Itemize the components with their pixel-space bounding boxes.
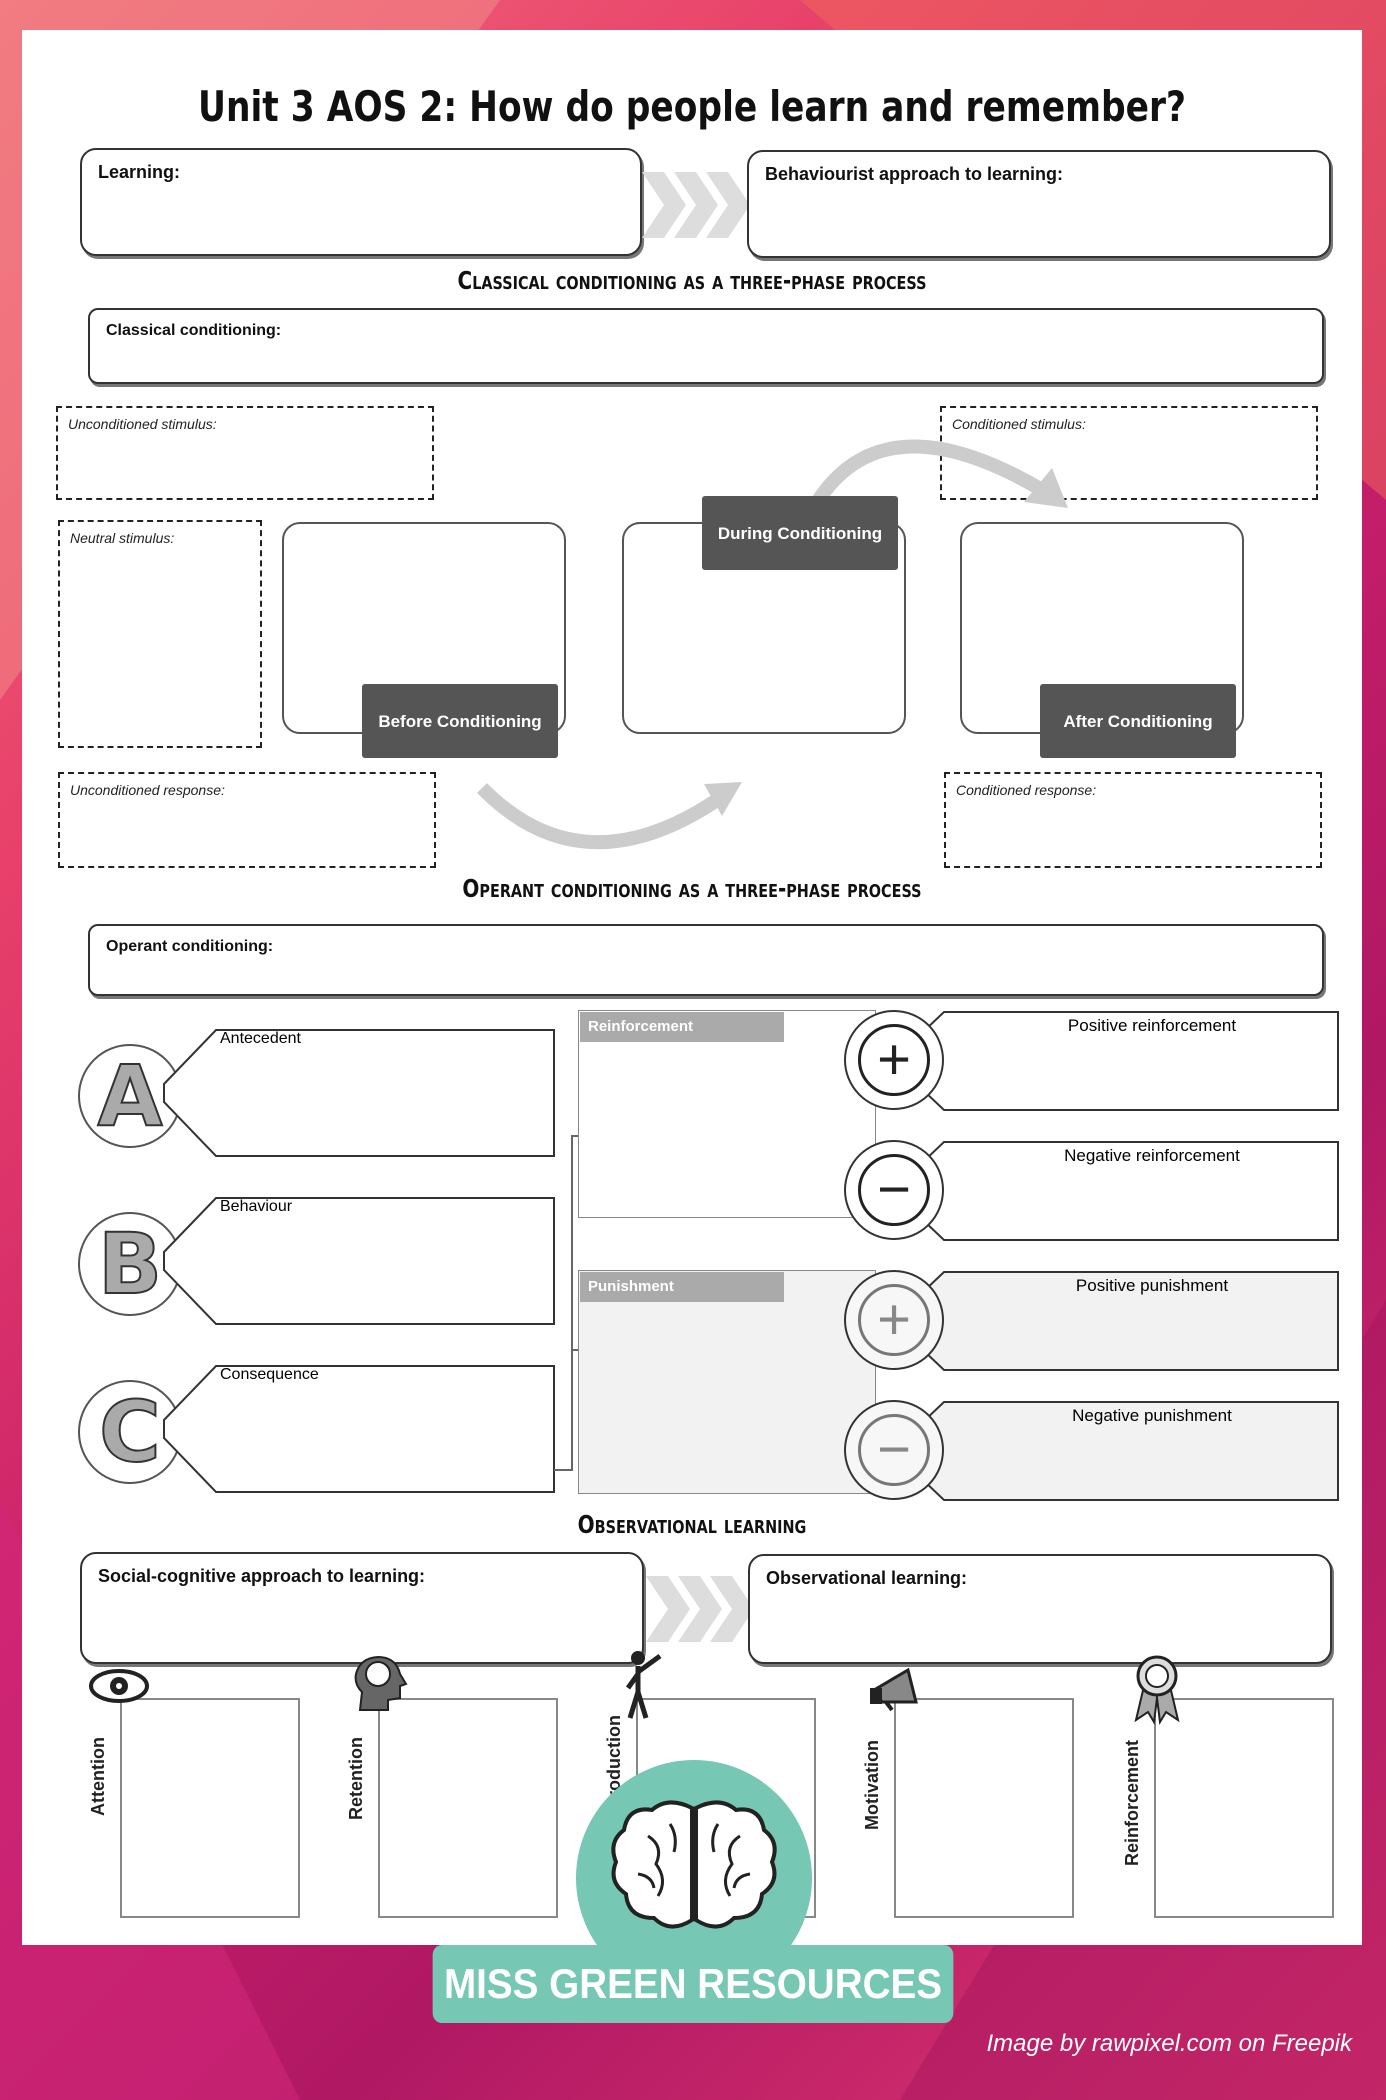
behaviourist-label: Behaviourist approach to learning: <box>765 164 1064 184</box>
chevron-arrows-icon <box>642 172 750 238</box>
curved-arrow-icon <box>477 782 742 850</box>
negative-symbol-icon: − <box>844 1400 944 1500</box>
learning-label: Learning: <box>98 162 181 182</box>
behaviour-box[interactable] <box>162 1194 558 1330</box>
consequence-label: Consequence <box>220 1366 319 1383</box>
megaphone-icon <box>870 1667 918 1712</box>
award-ribbon-icon <box>1134 1655 1180 1725</box>
reinforcement-tag: Reinforcement <box>580 1012 784 1042</box>
positive-symbol-icon: + <box>844 1270 944 1370</box>
behaviourist-box[interactable]: Behaviourist approach to learning: <box>747 150 1331 258</box>
ns-label: Neutral stimulus: <box>70 530 175 546</box>
punishment-box[interactable] <box>578 1270 876 1494</box>
reinforcement-box[interactable] <box>578 1010 876 1218</box>
classical-heading: Classical conditioning as a three-phase … <box>457 266 927 295</box>
conditioned-stimulus-box[interactable]: Conditioned stimulus: <box>940 406 1318 500</box>
motivation-box[interactable] <box>894 1698 1074 1918</box>
positive-symbol-icon: + <box>844 1010 944 1110</box>
operant-definition-label: Operant conditioning: <box>106 938 274 955</box>
positive-reinforcement-label: Positive reinforcement <box>1067 1016 1237 1035</box>
operant-heading: Operant conditioning as a three-phase pr… <box>462 874 922 903</box>
social-cognitive-label: Social-cognitive approach to learning: <box>98 1566 426 1586</box>
worksheet: Unit 3 AOS 2: How do people learn and re… <box>22 30 1362 1945</box>
classical-definition-box[interactable]: Classical conditioning: <box>88 308 1324 384</box>
ucr-label: Unconditioned response: <box>70 782 225 798</box>
learning-box[interactable]: Learning: <box>80 148 642 256</box>
before-conditioning-label: Before Conditioning <box>362 684 558 758</box>
classical-definition-label: Classical conditioning: <box>106 322 282 339</box>
letter-a: A <box>96 1046 163 1146</box>
positive-punishment-label: Positive punishment <box>1075 1276 1229 1295</box>
curved-arrow-icon <box>800 439 1068 524</box>
attention-label: Attention <box>88 1737 108 1816</box>
attention-box[interactable] <box>120 1698 300 1918</box>
head-brain-icon <box>354 1655 408 1711</box>
unconditioned-response-box[interactable]: Unconditioned response: <box>58 772 436 868</box>
reinforcement-step-box[interactable] <box>1154 1698 1334 1918</box>
conditioned-response-box[interactable]: Conditioned response: <box>944 772 1322 868</box>
negative-reinforcement-label: Negative reinforcement <box>1064 1146 1240 1165</box>
cr-label: Conditioned response: <box>956 782 1097 798</box>
letter-b: B <box>97 1214 163 1314</box>
observational-heading: Observational learning <box>577 1510 807 1539</box>
page-title: Unit 3 AOS 2: How do people learn and re… <box>198 82 1186 131</box>
eye-icon <box>89 1669 149 1703</box>
reinforcement-step-label: Reinforcement <box>1122 1739 1142 1866</box>
retention-label: Retention <box>346 1737 366 1820</box>
observational-learning-label: Observational learning: <box>766 1568 968 1588</box>
cs-label: Conditioned stimulus: <box>952 416 1086 432</box>
after-conditioning-label: After Conditioning <box>1040 684 1236 758</box>
letter-b-badge: B <box>78 1212 182 1316</box>
neutral-stimulus-box[interactable]: Neutral stimulus: <box>58 520 262 748</box>
letter-c: C <box>98 1382 162 1482</box>
person-pointing-icon <box>625 1651 662 1719</box>
during-conditioning-label: During Conditioning <box>702 496 898 570</box>
negative-punishment-label: Negative punishment <box>1072 1406 1232 1425</box>
ucs-label: Unconditioned stimulus: <box>68 416 217 432</box>
social-cognitive-box[interactable]: Social-cognitive approach to learning: <box>80 1552 644 1664</box>
brand-name-badge: MISS GREEN RESOURCES <box>432 1945 954 2023</box>
punishment-tag: Punishment <box>580 1272 784 1302</box>
behaviour-label: Behaviour <box>220 1198 293 1215</box>
negative-symbol-icon: − <box>844 1140 944 1240</box>
image-credit: Image by rawpixel.com on Freepik <box>986 2030 1352 2057</box>
motivation-label: Motivation <box>862 1740 882 1830</box>
retention-box[interactable] <box>378 1698 558 1918</box>
unconditioned-stimulus-box[interactable]: Unconditioned stimulus: <box>56 406 434 500</box>
observational-learning-box[interactable]: Observational learning: <box>748 1554 1332 1664</box>
letter-c-badge: C <box>78 1380 182 1484</box>
operant-definition-box[interactable]: Operant conditioning: <box>88 924 1324 996</box>
brain-icon <box>611 1800 777 1929</box>
chevron-arrows-icon <box>646 1576 754 1642</box>
antecedent-label: Antecedent <box>220 1030 301 1047</box>
antecedent-box[interactable] <box>162 1026 558 1162</box>
consequence-box[interactable] <box>162 1362 558 1498</box>
